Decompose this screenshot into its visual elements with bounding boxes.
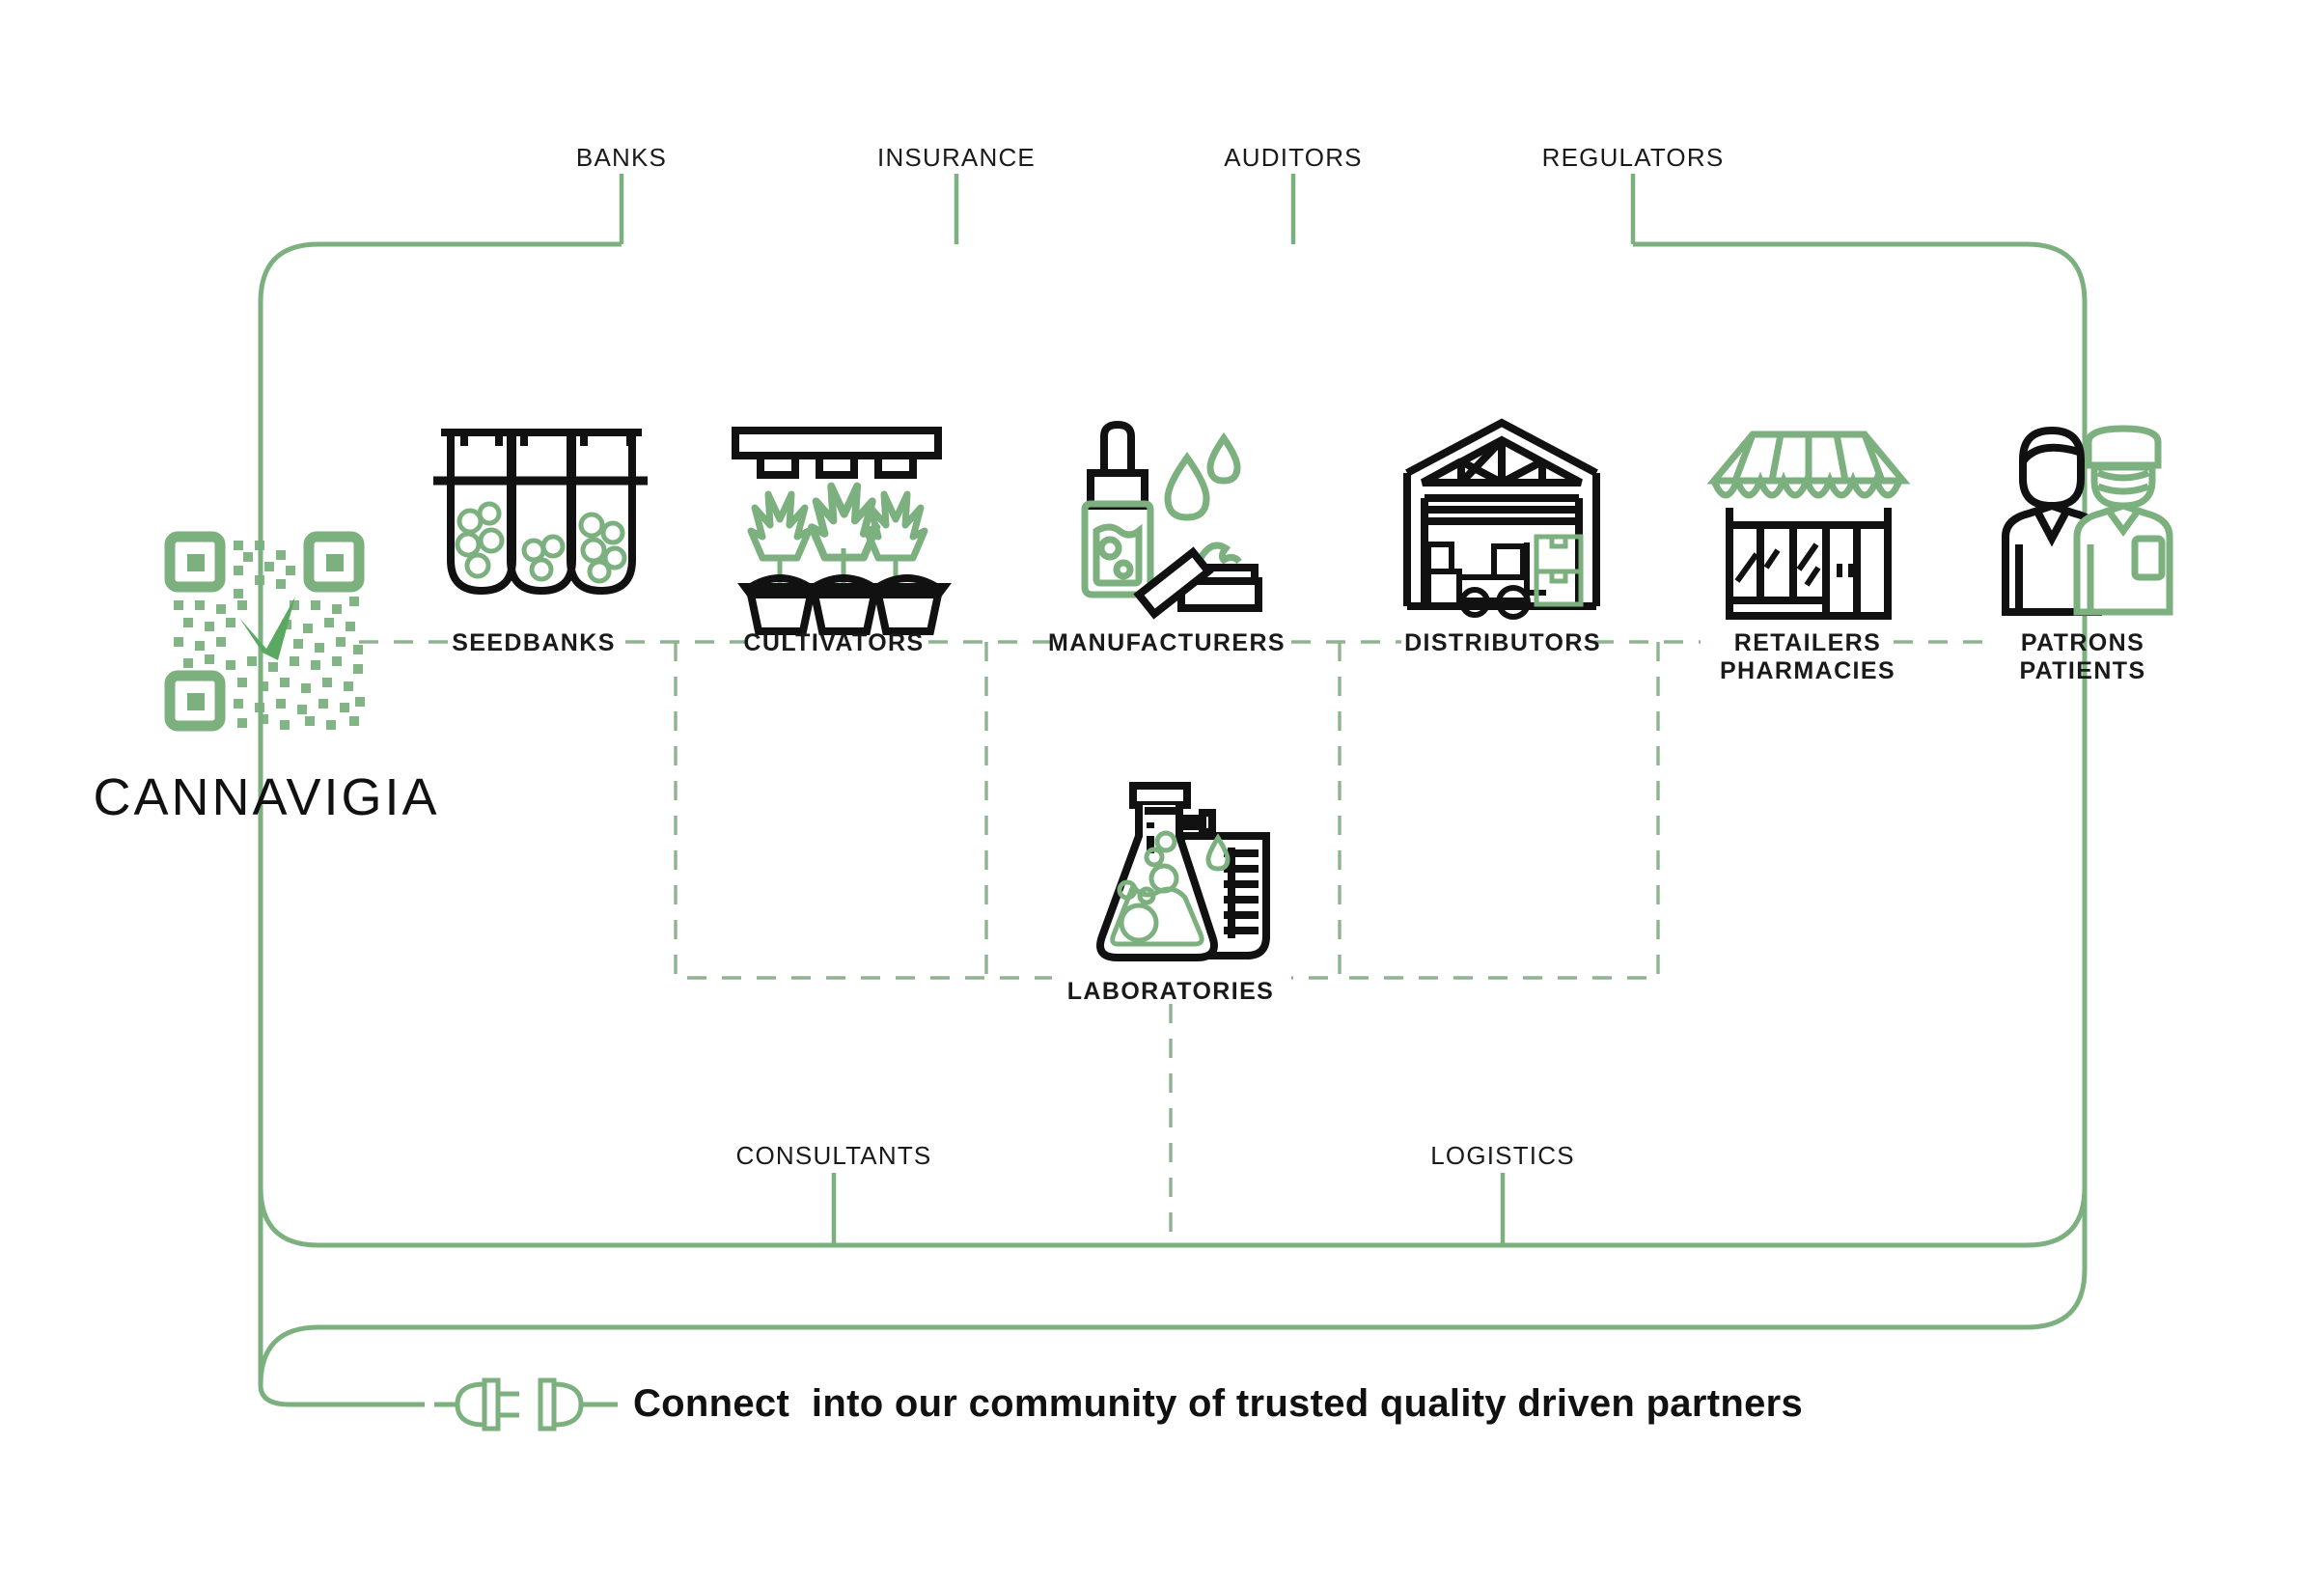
qr-code-icon xyxy=(164,531,365,732)
people-icon xyxy=(2002,425,2173,616)
node-label-patrons: PATRONS PATIENTS xyxy=(2019,629,2146,684)
flask-beaker-icon xyxy=(1096,782,1270,961)
test-tubes-icon xyxy=(433,429,648,596)
storefront-icon xyxy=(1706,431,1911,620)
node-label-retailers: RETAILERS PHARMACIES xyxy=(1719,629,1896,684)
plug-connector-icon xyxy=(434,1377,618,1432)
node-label-distributors: DISTRIBUTORS xyxy=(1404,629,1601,656)
warehouse-forklift-icon xyxy=(1403,418,1600,620)
node-label-manufacturers: MANUFACTURERS xyxy=(1048,629,1286,656)
brand-name: CANNAVIGIA xyxy=(93,768,440,826)
dropper-bottle-icon xyxy=(1081,420,1262,620)
outer-frame-outer xyxy=(258,302,2088,1407)
footer-tagline: Connect into our community of trusted qu… xyxy=(633,1382,1804,1425)
lab-loop-right xyxy=(1291,642,1660,980)
external-label-consultants: CONSULTANTS xyxy=(735,1141,932,1170)
external-label-logistics: LOGISTICS xyxy=(1430,1141,1575,1170)
top-external-stems xyxy=(619,174,1636,244)
outer-frame-inner xyxy=(258,241,2088,1248)
external-label-banks: BANKS xyxy=(575,143,668,172)
external-label-insurance: INSURANCE xyxy=(877,143,1036,172)
node-label-seedbanks: SEEDBANKS xyxy=(452,629,616,656)
grow-light-plants-icon xyxy=(732,427,952,635)
node-label-laboratories: LABORATORIES xyxy=(1066,978,1275,1005)
external-label-auditors: AUDITORS xyxy=(1224,143,1363,172)
lab-loop-left xyxy=(674,642,1052,980)
node-label-cultivators: CULTIVATORS xyxy=(743,629,925,656)
external-label-regulators: REGULATORS xyxy=(1541,143,1725,172)
bottom-external-stems xyxy=(831,1173,1506,1245)
